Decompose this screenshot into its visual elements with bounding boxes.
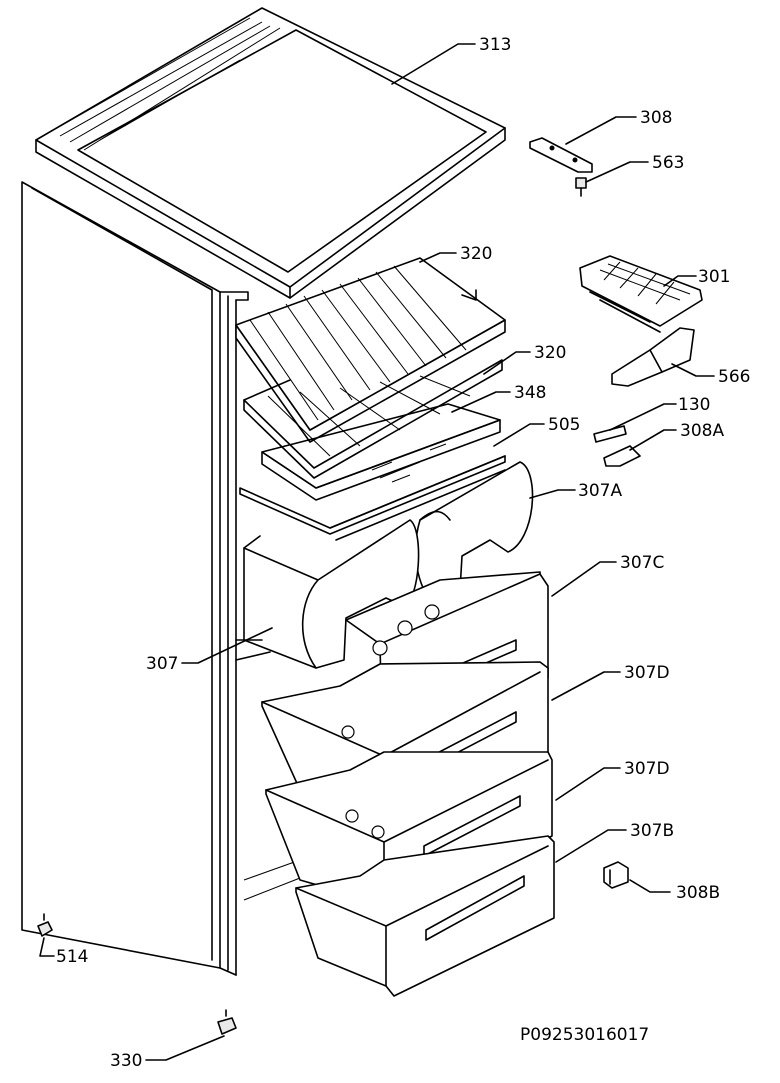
shelf-trim xyxy=(239,455,506,541)
callout-308: 308 xyxy=(640,108,672,128)
callout-308a: 308A xyxy=(680,421,724,441)
callout-307d-lower: 307D xyxy=(624,759,670,779)
callout-348: 348 xyxy=(514,383,546,403)
callout-130: 130 xyxy=(678,395,710,415)
callout-505: 505 xyxy=(548,415,580,435)
cabinet-body xyxy=(21,181,301,976)
callout-563: 563 xyxy=(652,153,684,173)
glass-shelf xyxy=(261,403,501,501)
shelf-upper xyxy=(235,257,506,443)
hinge-bracket-b xyxy=(603,861,629,889)
adjustable-foot-front xyxy=(217,1009,237,1035)
callout-308b: 308B xyxy=(676,883,720,903)
small-plate xyxy=(593,425,627,443)
callout-307c: 307C xyxy=(620,553,664,573)
leader-lines xyxy=(39,43,715,1061)
callout-566: 566 xyxy=(718,367,750,387)
callout-307d-upper: 307D xyxy=(624,663,670,683)
drawing-code: P09253016017 xyxy=(520,1025,649,1045)
adjustable-foot-left xyxy=(37,913,53,937)
callout-labels: 313 308 563 320 301 320 566 348 130 505 … xyxy=(56,35,750,1071)
callout-320-upper: 320 xyxy=(460,244,492,264)
callout-307a: 307A xyxy=(578,481,622,501)
shelf-lower xyxy=(243,359,503,479)
ice-tray-holder xyxy=(611,327,695,387)
upper-basket-left xyxy=(243,519,420,669)
callout-330: 330 xyxy=(110,1051,142,1071)
door-hinge-top xyxy=(529,137,593,173)
callout-301: 301 xyxy=(698,267,730,287)
hinge-pin xyxy=(575,177,587,197)
callout-307b: 307B xyxy=(630,821,674,841)
ice-tray xyxy=(579,255,703,333)
drawer-third xyxy=(265,751,553,915)
callout-514: 514 xyxy=(56,947,88,967)
callout-313: 313 xyxy=(479,35,511,55)
hinge-bracket-a xyxy=(603,445,641,467)
callout-320-lower: 320 xyxy=(534,343,566,363)
drawer-bottom xyxy=(295,835,555,997)
callout-307: 307 xyxy=(146,654,178,674)
top-cover xyxy=(35,7,506,299)
